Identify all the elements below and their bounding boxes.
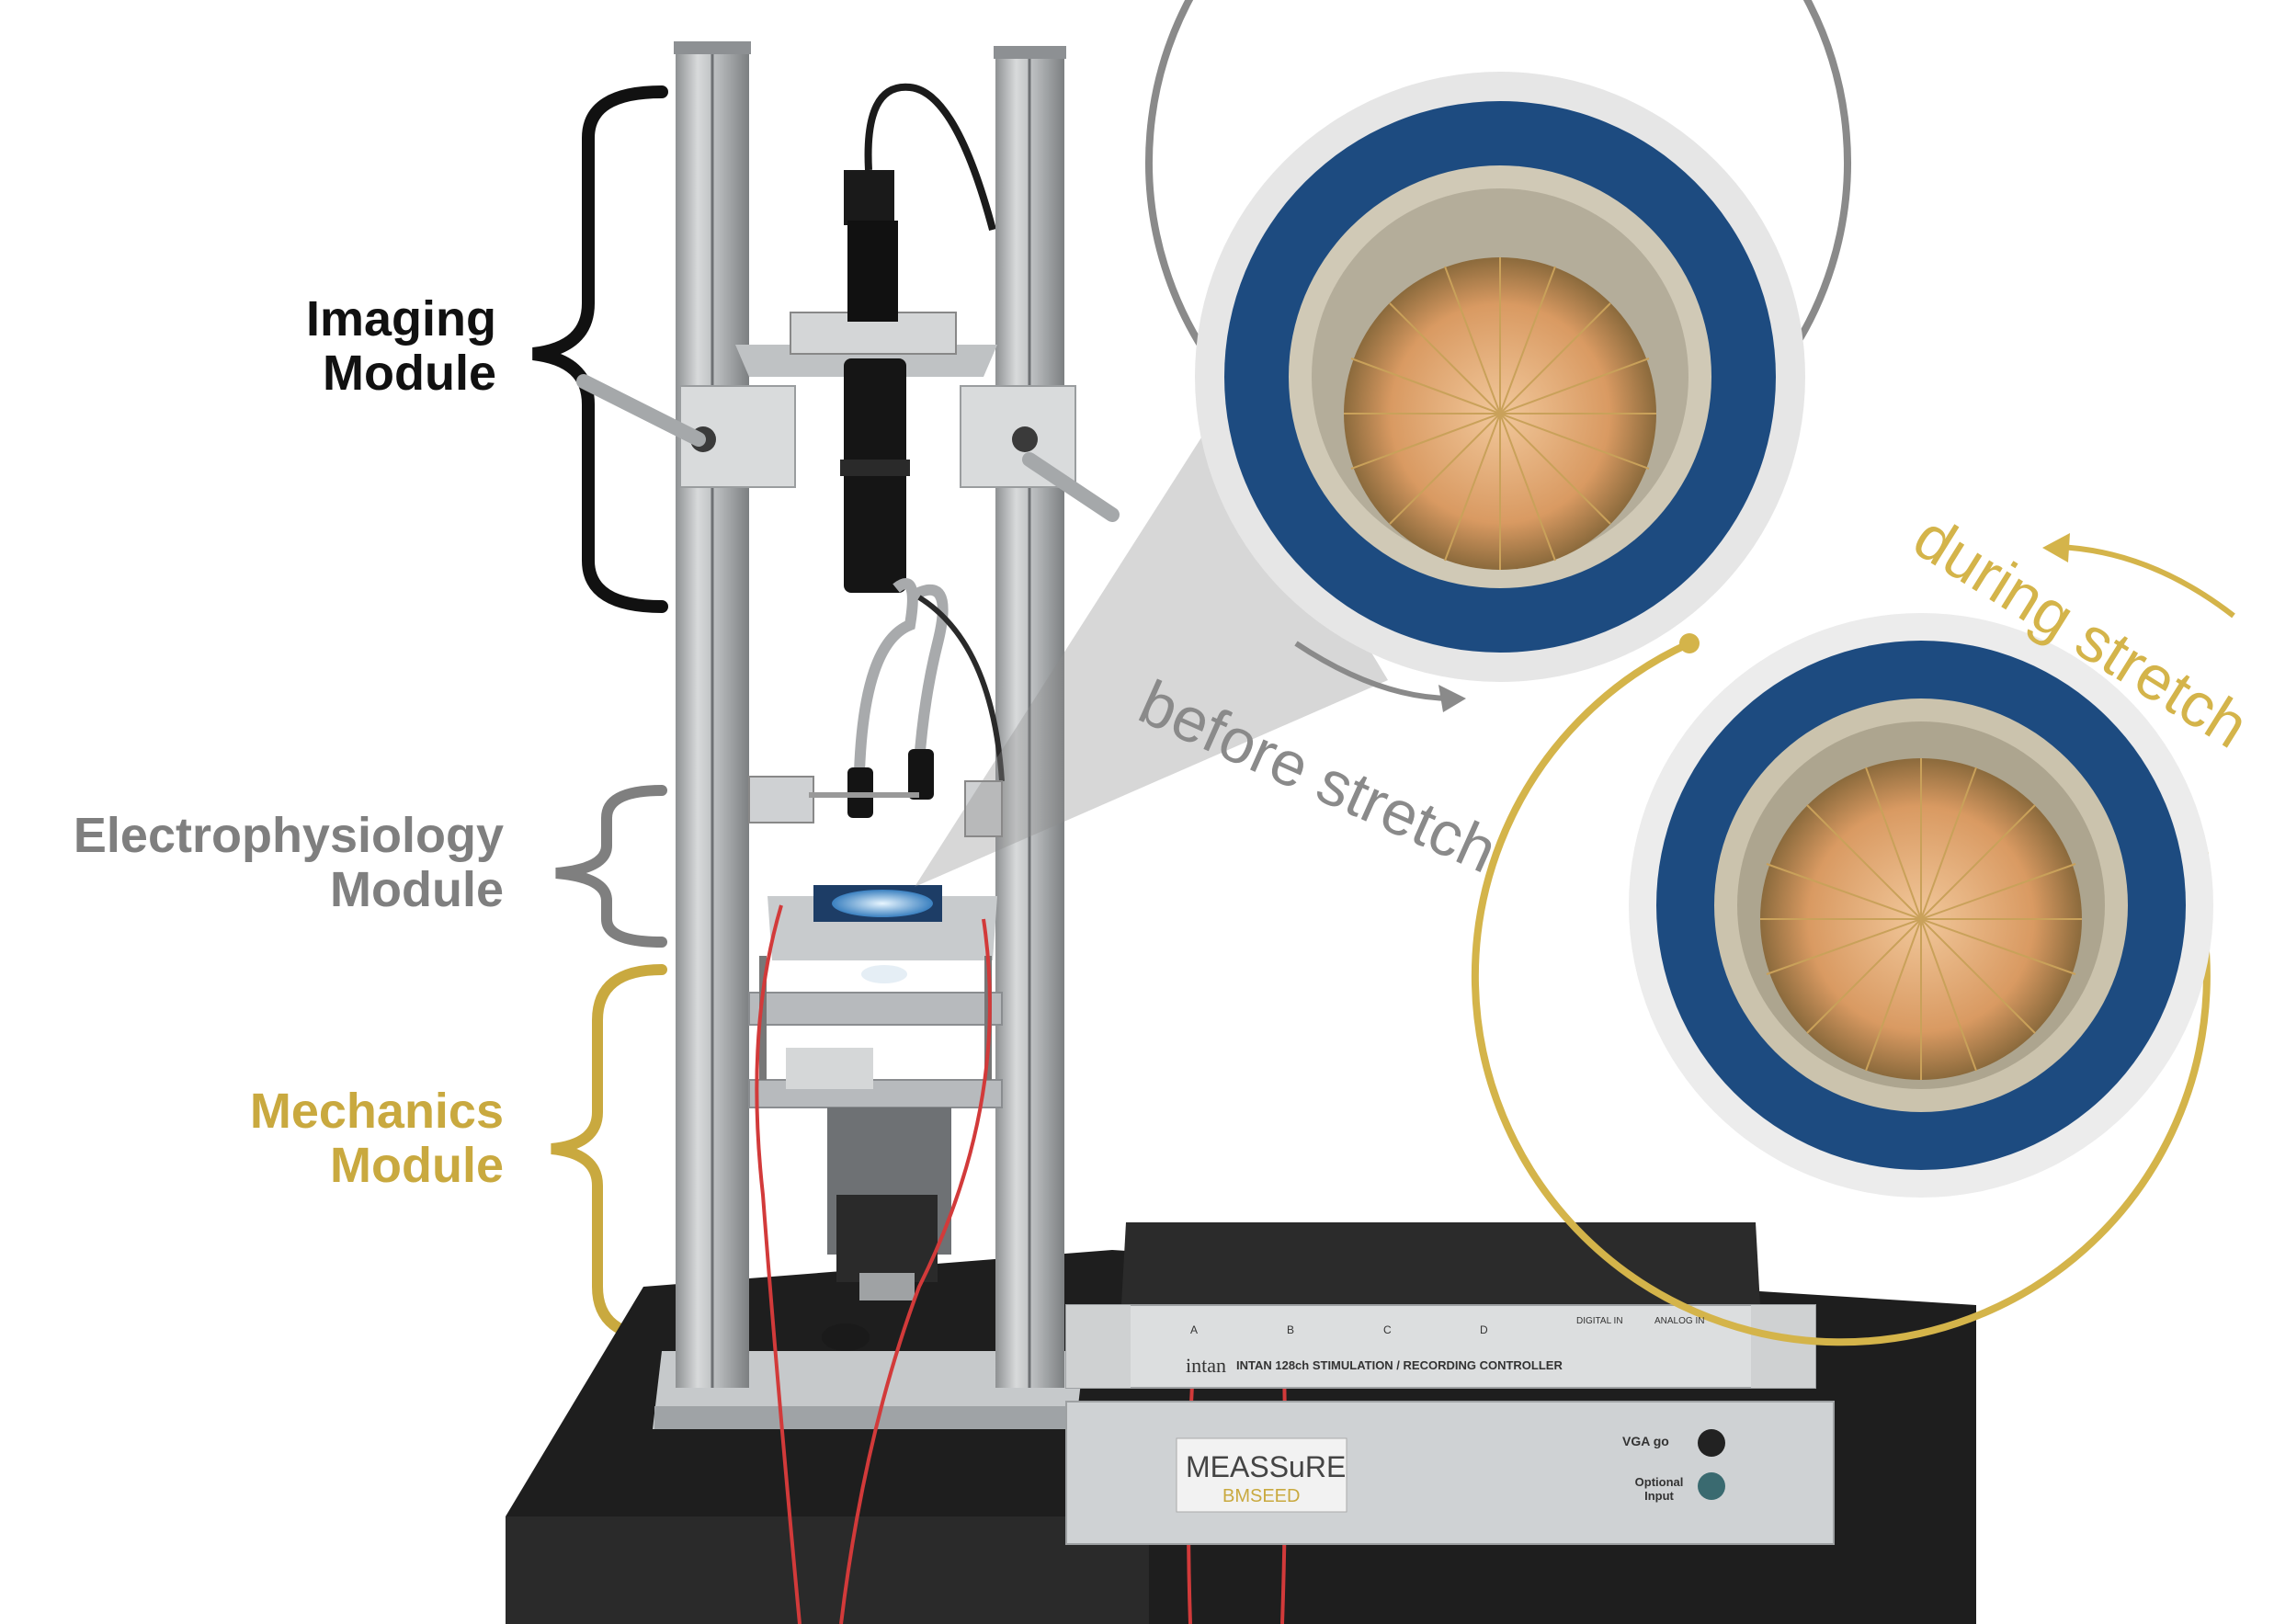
intan-port-a: A (1190, 1323, 1199, 1336)
camera-cable (864, 83, 996, 232)
imaging-brace (532, 85, 668, 613)
mechanics-label-line2: Module (330, 1138, 504, 1194)
before-arrow (1294, 641, 1453, 701)
intan-port-b: B (1287, 1323, 1295, 1336)
electrophysiology-brace (555, 785, 667, 948)
intan-brand: intan (1186, 1354, 1226, 1377)
during-arc (1471, 640, 2211, 1346)
inset-during-stretch (1471, 613, 2213, 1346)
during-arc-end-left (1679, 633, 1700, 653)
bench-front (506, 1516, 1149, 1624)
intan-analog-in: ANALOG IN (1654, 1316, 1705, 1326)
vga-port (1698, 1429, 1725, 1457)
meassure-brand: MEASSuRE (1186, 1450, 1347, 1483)
floor-weight (822, 1323, 870, 1351)
electrophysiology-module-label: Electrophysiology Module (18, 808, 504, 918)
before-arc (1145, 0, 1851, 380)
mechanics-module-label: Mechanics Module (138, 1084, 504, 1194)
during-arrow (2058, 544, 2235, 619)
during-electrode-lines (1760, 758, 2082, 1080)
imaging-module-label: Imaging Module (230, 291, 496, 402)
mechanics-brace (551, 964, 667, 1343)
mea-illumination (832, 890, 933, 917)
camera-body (844, 170, 894, 225)
ephys-clamp-left (748, 776, 814, 823)
optional-input-label: Optional Input (1634, 1475, 1684, 1503)
during-arrowhead (2042, 533, 2070, 562)
vga-label: VGA go (1622, 1434, 1669, 1448)
left-column-cap (674, 41, 751, 54)
motor-bracket (786, 1048, 873, 1089)
before-arrowhead (1438, 685, 1466, 712)
gooseneck-left (854, 578, 918, 773)
intan-rack-ear-right (1751, 1305, 1815, 1388)
right-column-cap (994, 46, 1066, 59)
knob-right (1012, 426, 1038, 452)
gooseneck-right (906, 584, 949, 764)
meassure-logo-box (1176, 1437, 1347, 1513)
motor-lower (836, 1195, 938, 1282)
lens-ring (840, 460, 910, 476)
handle-left (576, 374, 706, 447)
motor-tip (859, 1273, 915, 1300)
light-head-right (908, 749, 934, 800)
intan-enclosure (1121, 1222, 1760, 1305)
meassure-sub: BMSEED (1222, 1486, 1301, 1506)
intan-rack-ear-left (1066, 1305, 1131, 1388)
ephys-label-line1: Electrophysiology (73, 808, 504, 863)
mech-plate-1 (748, 992, 1003, 1026)
light-cable (917, 595, 1005, 782)
intan-digital-in: DIGITAL IN (1576, 1316, 1623, 1326)
camera-lens-upper (847, 221, 898, 322)
intan-port-c: C (1383, 1323, 1392, 1336)
ephys-label-line2: Module (330, 862, 504, 918)
ephys-clamp-right (964, 780, 1003, 837)
stage-light (861, 965, 907, 983)
mechanics-label-line1: Mechanics (249, 1084, 504, 1139)
base-plate-edge (654, 1406, 1077, 1429)
red-wire-1 (755, 904, 802, 1624)
inset-before-stretch (1145, 0, 1851, 682)
intan-port-d: D (1480, 1323, 1488, 1336)
red-wire-2 (839, 918, 992, 1624)
imaging-label-line2: Module (323, 346, 496, 402)
handle-right (1022, 452, 1120, 522)
before-electrode-lines (1344, 257, 1656, 570)
intan-panel-title: INTAN 128ch STIMULATION / RECORDING CONT… (1236, 1358, 1563, 1372)
imaging-label-line1: Imaging (305, 291, 496, 346)
optional-input-port (1698, 1472, 1725, 1500)
